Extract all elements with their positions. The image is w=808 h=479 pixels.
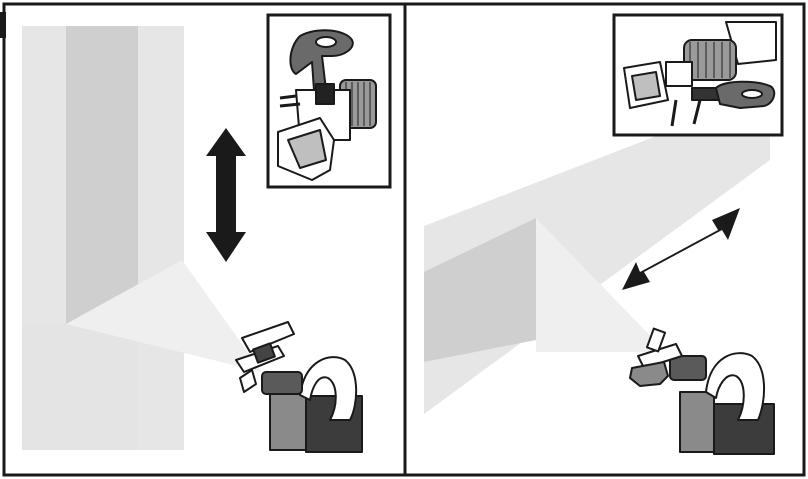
tip-detail-inset [266, 13, 392, 189]
wall-band-dark [66, 26, 138, 324]
right-panel [403, 2, 806, 477]
vertical-double-arrow-icon [206, 128, 246, 262]
horizontal-double-arrow-icon [622, 208, 740, 290]
wall-band-dark [424, 218, 536, 362]
spray-fan [66, 260, 262, 372]
spray-gun-icon [235, 321, 363, 453]
left-panel [0, 2, 407, 477]
panel-corner-tab [0, 12, 6, 38]
spray-fan [536, 218, 666, 352]
wall-band-lower [22, 324, 138, 450]
spray-gun-icon [629, 327, 775, 455]
tip-detail-inset [612, 13, 784, 137]
